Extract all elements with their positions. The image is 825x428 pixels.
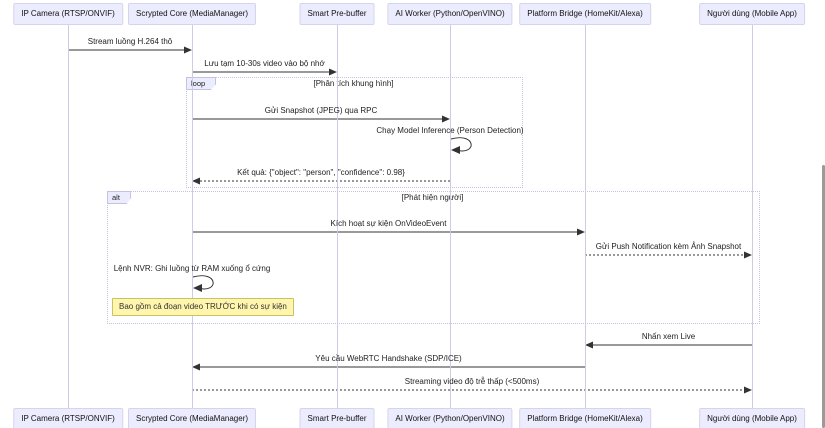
message-label: Gửi Push Notification kèm Ảnh Snapshot [595,242,742,251]
lifeline-smart-pre-buffer [337,24,338,408]
self-message-label: Chạy Model Inference (Person Detection) [376,126,524,135]
participant-ai-worker-top: AI Worker (Python/OpenVINO) [387,3,513,25]
participant-mobile-user-bottom: Người dùng (Mobile App) [699,408,805,428]
message-label: Kết quả: {"object": "person", "confidenc… [237,168,405,177]
message-label: Nhấn xem Live [641,332,696,341]
participant-mobile-user-top: Người dùng (Mobile App) [699,3,805,25]
message-arrowhead [329,68,337,76]
lifeline-scrypted-core [192,24,193,408]
message-label: Kích hoạt sự kiện OnVideoEvent [330,219,447,228]
message-arrowhead [744,386,752,394]
message-label: Stream luồng H.264 thô [87,37,173,46]
message-label: Gửi Snapshot (JPEG) qua RPC [264,106,378,115]
message-arrowhead [585,341,593,349]
participant-ip-camera-top: IP Camera (RTSP/ONVIF) [13,3,123,25]
message-arrowhead [184,46,192,54]
lifeline-platform-bridge [585,24,586,408]
loop-fragment-condition: [Phân tích khung hình] [313,79,394,88]
participant-ai-worker-bottom: AI Worker (Python/OpenVINO) [387,408,513,428]
lifeline-ip-camera [68,24,69,408]
lifeline-ai-worker [450,24,451,408]
alt-fragment [107,191,760,324]
participant-scrypted-core-top: Scrypted Core (MediaManager) [127,3,257,25]
message-arrowhead [192,363,200,371]
note: Bao gồm cả đoạn video TRƯỚC khi có sự ki… [112,298,294,316]
alt-fragment-condition: [Phát hiện người] [401,193,464,202]
self-message-label: Lệnh NVR: Ghi luồng từ RAM xuống ổ cứng [113,264,271,273]
participant-platform-bridge-bottom: Platform Bridge (HomeKit/Alexa) [519,408,651,428]
loop-fragment [186,77,523,188]
participant-scrypted-core-bottom: Scrypted Core (MediaManager) [127,408,257,428]
participant-platform-bridge-top: Platform Bridge (HomeKit/Alexa) [519,3,651,25]
loop-fragment-label: loop [186,77,217,90]
participant-smart-pre-buffer-top: Smart Pre-buffer [299,3,375,25]
message-label: Yêu cầu WebRTC Handshake (SDP/ICE) [315,354,462,363]
lifeline-mobile-user [752,24,753,408]
message-label: Lưu tạm 10-30s video vào bộ nhớ [204,59,325,68]
participant-ip-camera-bottom: IP Camera (RTSP/ONVIF) [13,408,123,428]
message-label: Streaming video độ trễ thấp (<500ms) [404,377,540,386]
alt-fragment-label: alt [107,191,131,204]
scrollbar-thumb[interactable] [822,165,825,428]
participant-smart-pre-buffer-bottom: Smart Pre-buffer [299,408,375,428]
